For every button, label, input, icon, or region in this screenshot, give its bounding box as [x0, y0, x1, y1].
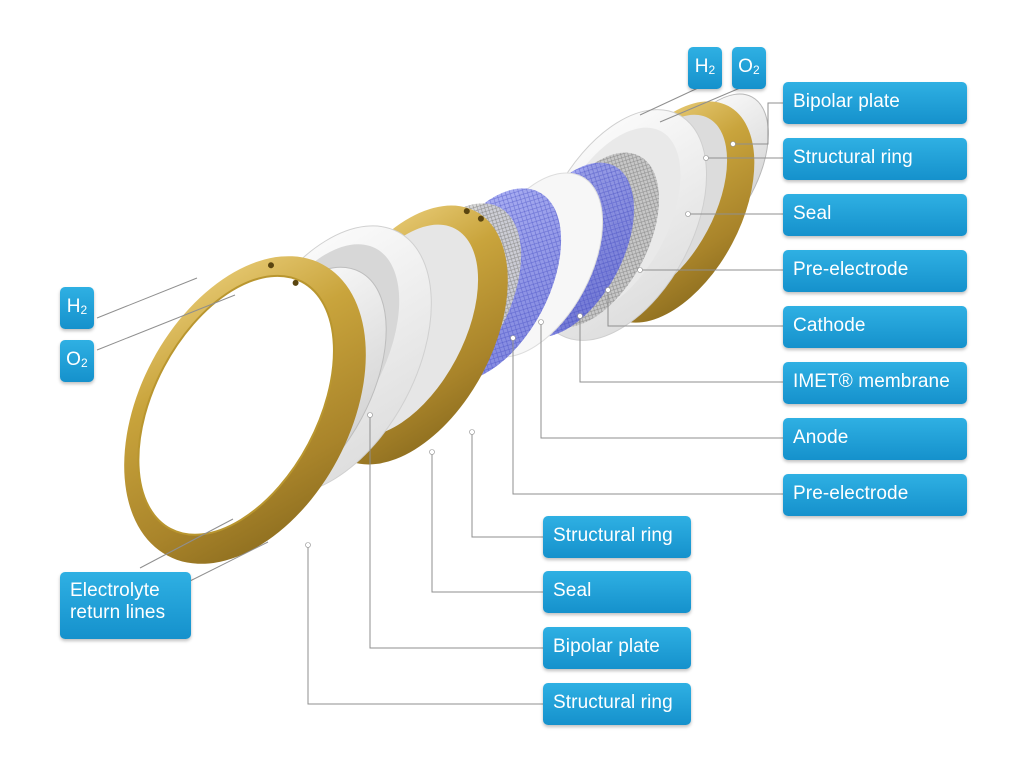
label-pre-electrode2-right: Pre-electrode: [783, 474, 967, 516]
leader-o2-left: [96, 294, 236, 351]
dot-seal-right: [685, 211, 691, 217]
dot-membrane-right: [577, 313, 583, 319]
o2-main-left: O: [66, 349, 82, 370]
dot-pre-right: [637, 267, 643, 273]
leader-seal-bottom: [431, 452, 543, 593]
h2-sub-left: 2: [80, 303, 88, 317]
label-seal-bottom: Seal: [543, 571, 691, 613]
o2-main-top: O: [738, 56, 754, 77]
dot-seal-bottom: [429, 449, 435, 455]
leader-membrane-right: [579, 316, 783, 383]
h2-label-top: H2: [688, 47, 722, 89]
label-pre-electrode-right: Pre-electrode: [783, 250, 967, 292]
dot-anode-right: [538, 319, 544, 325]
h2-main-left: H: [66, 296, 81, 317]
leader-structural-ring-bottom: [471, 432, 543, 538]
o2-label-top: O2: [732, 47, 766, 89]
o2-label-left: O2: [60, 340, 94, 382]
label-bipolar-plate-bottom: Bipolar plate: [543, 627, 691, 669]
label-structural-ring2-bottom: Structural ring: [543, 683, 691, 725]
leader-electrolyte-b: [185, 541, 269, 584]
label-structural-ring-bottom: Structural ring: [543, 516, 691, 558]
label-cathode-right: Cathode: [783, 306, 967, 348]
label-seal-right: Seal: [783, 194, 967, 236]
label-anode-right: Anode: [783, 418, 967, 460]
h2-sub-top: 2: [708, 63, 716, 77]
dot-bipolar-right: [730, 141, 736, 147]
dot-pre2-right: [510, 335, 516, 341]
label-electrolyte-return-lines: Electrolyte return lines: [60, 572, 191, 639]
dot-ring2-bottom: [305, 542, 311, 548]
leader-structural-ring2-bottom: [307, 545, 543, 705]
h2-label-left: H2: [60, 287, 94, 329]
leader-anode-right: [540, 322, 783, 439]
leader-bipolar-plate-bottom: [369, 415, 543, 649]
leader-lines: [96, 87, 783, 705]
leader-h2-left: [96, 277, 198, 319]
leader-bipolar-plate-right: [733, 102, 783, 145]
leader-dots: [305, 141, 736, 548]
dot-ring-right: [703, 155, 709, 161]
o2-sub-left: 2: [81, 356, 88, 370]
leader-electrolyte-a: [139, 518, 234, 569]
leader-h2-top: [639, 87, 699, 116]
o2-sub-top: 2: [753, 63, 760, 77]
front-structural-ring: [124, 256, 366, 564]
leader-pre-electrode2-right: [512, 338, 783, 495]
dot-ring-bottom: [469, 429, 475, 435]
label-structural-ring-right: Structural ring: [783, 138, 967, 180]
label-bipolar-plate-right: Bipolar plate: [783, 82, 967, 124]
h2-main-top: H: [694, 56, 709, 77]
dot-cathode-right: [605, 287, 611, 293]
leader-o2-top: [659, 87, 741, 123]
leader-cathode-right: [607, 290, 783, 327]
label-membrane-right: IMET® membrane: [783, 362, 967, 404]
dot-bipolar-bottom: [367, 412, 373, 418]
